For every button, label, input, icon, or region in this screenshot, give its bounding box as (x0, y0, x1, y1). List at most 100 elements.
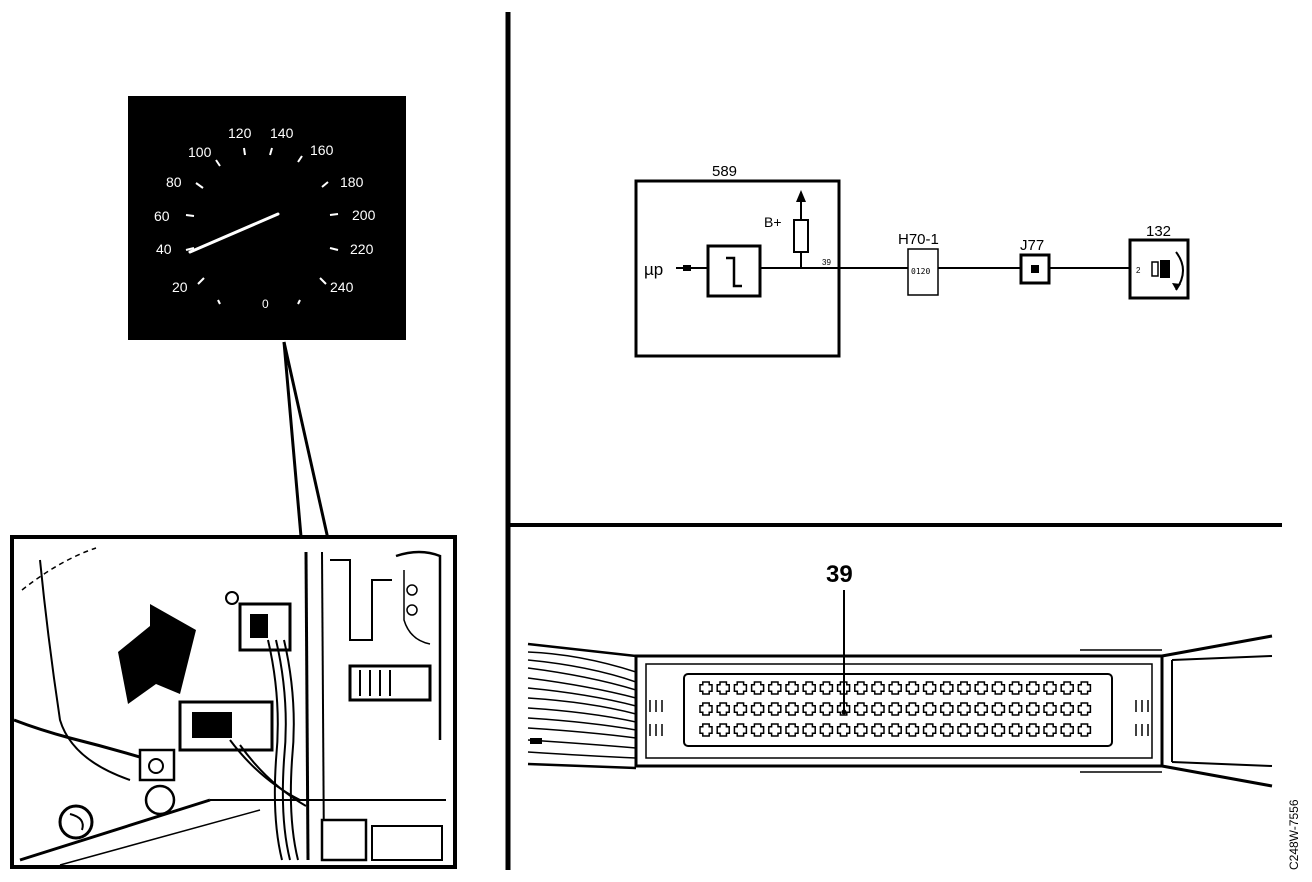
connector-pin (699, 681, 713, 695)
connector-pin (768, 723, 782, 737)
connector-pin (750, 702, 765, 716)
supply-arrow (796, 190, 806, 202)
callout-wedge (282, 341, 332, 549)
connector-pin (1043, 723, 1057, 737)
connector-pin (922, 681, 937, 695)
connector-h70-pin: 0120 (911, 267, 930, 276)
pin-39-label: 39 (822, 258, 831, 267)
connector-pin (716, 702, 730, 716)
pin-grid-frame (683, 673, 1113, 747)
speedometer-ticks (185, 147, 339, 305)
connector-pin (854, 681, 868, 695)
connector-pin (819, 702, 834, 716)
connector-pin (768, 702, 782, 716)
connector-pin (1077, 681, 1092, 695)
connector-pin (1060, 702, 1074, 716)
pin-39-callout: 39 (826, 561, 853, 588)
connector-pin (733, 681, 748, 695)
dial-label-220: 220 (350, 241, 374, 257)
connector-pin (957, 723, 971, 737)
connector-pin (991, 681, 1006, 695)
connector-pin (888, 702, 902, 716)
connector-h70-box (907, 248, 939, 296)
dial-center-mark: 0 (262, 297, 269, 311)
dial-label-20: 20 (172, 279, 188, 295)
connector-pin (699, 702, 713, 716)
connector-pin (1043, 702, 1057, 716)
connector-pin (974, 723, 988, 737)
dial-label-240: 240 (330, 279, 354, 295)
supply-label: B+ (764, 214, 782, 230)
module-589-label: 589 (712, 163, 737, 180)
connector-pin (802, 702, 816, 716)
dial-label-60: 60 (154, 208, 170, 224)
connector-pin (1077, 723, 1092, 737)
connector-pin (750, 723, 765, 737)
connector-pin (905, 702, 920, 716)
connector-pin (716, 681, 730, 695)
speedometer-needle (188, 212, 280, 254)
speedometer-pin-label: 2 (1136, 266, 1141, 275)
speedometer-inset: 20 40 60 80 100 120 140 160 180 200 220 … (128, 96, 406, 340)
figure-code: C248W-7556 (1287, 799, 1301, 870)
pin-grid (699, 681, 1092, 737)
dial-label-140: 140 (270, 125, 294, 141)
connector-pin (1008, 681, 1023, 695)
connector-pin (905, 723, 920, 737)
dial-label-120: 120 (228, 125, 252, 141)
connector-pin (940, 702, 954, 716)
connector-pin (819, 723, 834, 737)
connector-pin (733, 702, 748, 716)
connector-pin (871, 681, 885, 695)
dial-label-180: 180 (340, 174, 364, 190)
dial-label-160: 160 (310, 142, 334, 158)
connector-pin (888, 723, 902, 737)
output-driver-box (706, 244, 762, 298)
connector-pin (854, 723, 868, 737)
connector-pin (940, 723, 954, 737)
connector-pin (785, 702, 799, 716)
connector-pin (750, 681, 765, 695)
location-arrow (118, 604, 196, 704)
connector-pin (785, 723, 799, 737)
connector-pin (802, 681, 816, 695)
connector-pin (716, 723, 730, 737)
dial-label-100: 100 (188, 144, 212, 160)
connector-pin (957, 681, 971, 695)
connector-pin (991, 702, 1006, 716)
connector-pin (768, 681, 782, 695)
connector-pin (1026, 681, 1040, 695)
junction-j77-label: J77 (1020, 237, 1044, 254)
connector-pin (1077, 702, 1092, 716)
connector-pin (1008, 723, 1023, 737)
connector-pin (1008, 702, 1023, 716)
connector-pin (871, 723, 885, 737)
connector-pin (940, 681, 954, 695)
connector-pin (974, 681, 988, 695)
connector-pin (733, 723, 748, 737)
ecu-connector-view (527, 590, 1273, 788)
connector-pin (1060, 681, 1074, 695)
connector-pin (836, 723, 851, 737)
panel-dividers (505, 12, 1282, 870)
speedometer-132-label: 132 (1146, 223, 1171, 240)
connector-pin (922, 723, 937, 737)
harness-wires (527, 651, 637, 759)
connector-pin (905, 681, 920, 695)
schematic-labels: 589 µp B+ 39 H70-1 0120 J77 132 2 (644, 163, 1171, 279)
connector-pin (991, 723, 1006, 737)
speedometer-labels: 20 40 60 80 100 120 140 160 180 200 220 … (154, 125, 376, 311)
dial-label-40: 40 (156, 241, 172, 257)
connector-pin (1026, 702, 1040, 716)
installation-photo (10, 535, 457, 869)
connector-pin (888, 681, 902, 695)
connector-pin (785, 681, 799, 695)
connector-pin (819, 681, 834, 695)
connector-pin (957, 702, 971, 716)
pullup-resistor (793, 219, 809, 253)
dial-label-200: 200 (352, 207, 376, 223)
connector-h70-label: H70-1 (898, 231, 939, 248)
connector-body (634, 654, 1164, 768)
connector-pin (871, 702, 885, 716)
